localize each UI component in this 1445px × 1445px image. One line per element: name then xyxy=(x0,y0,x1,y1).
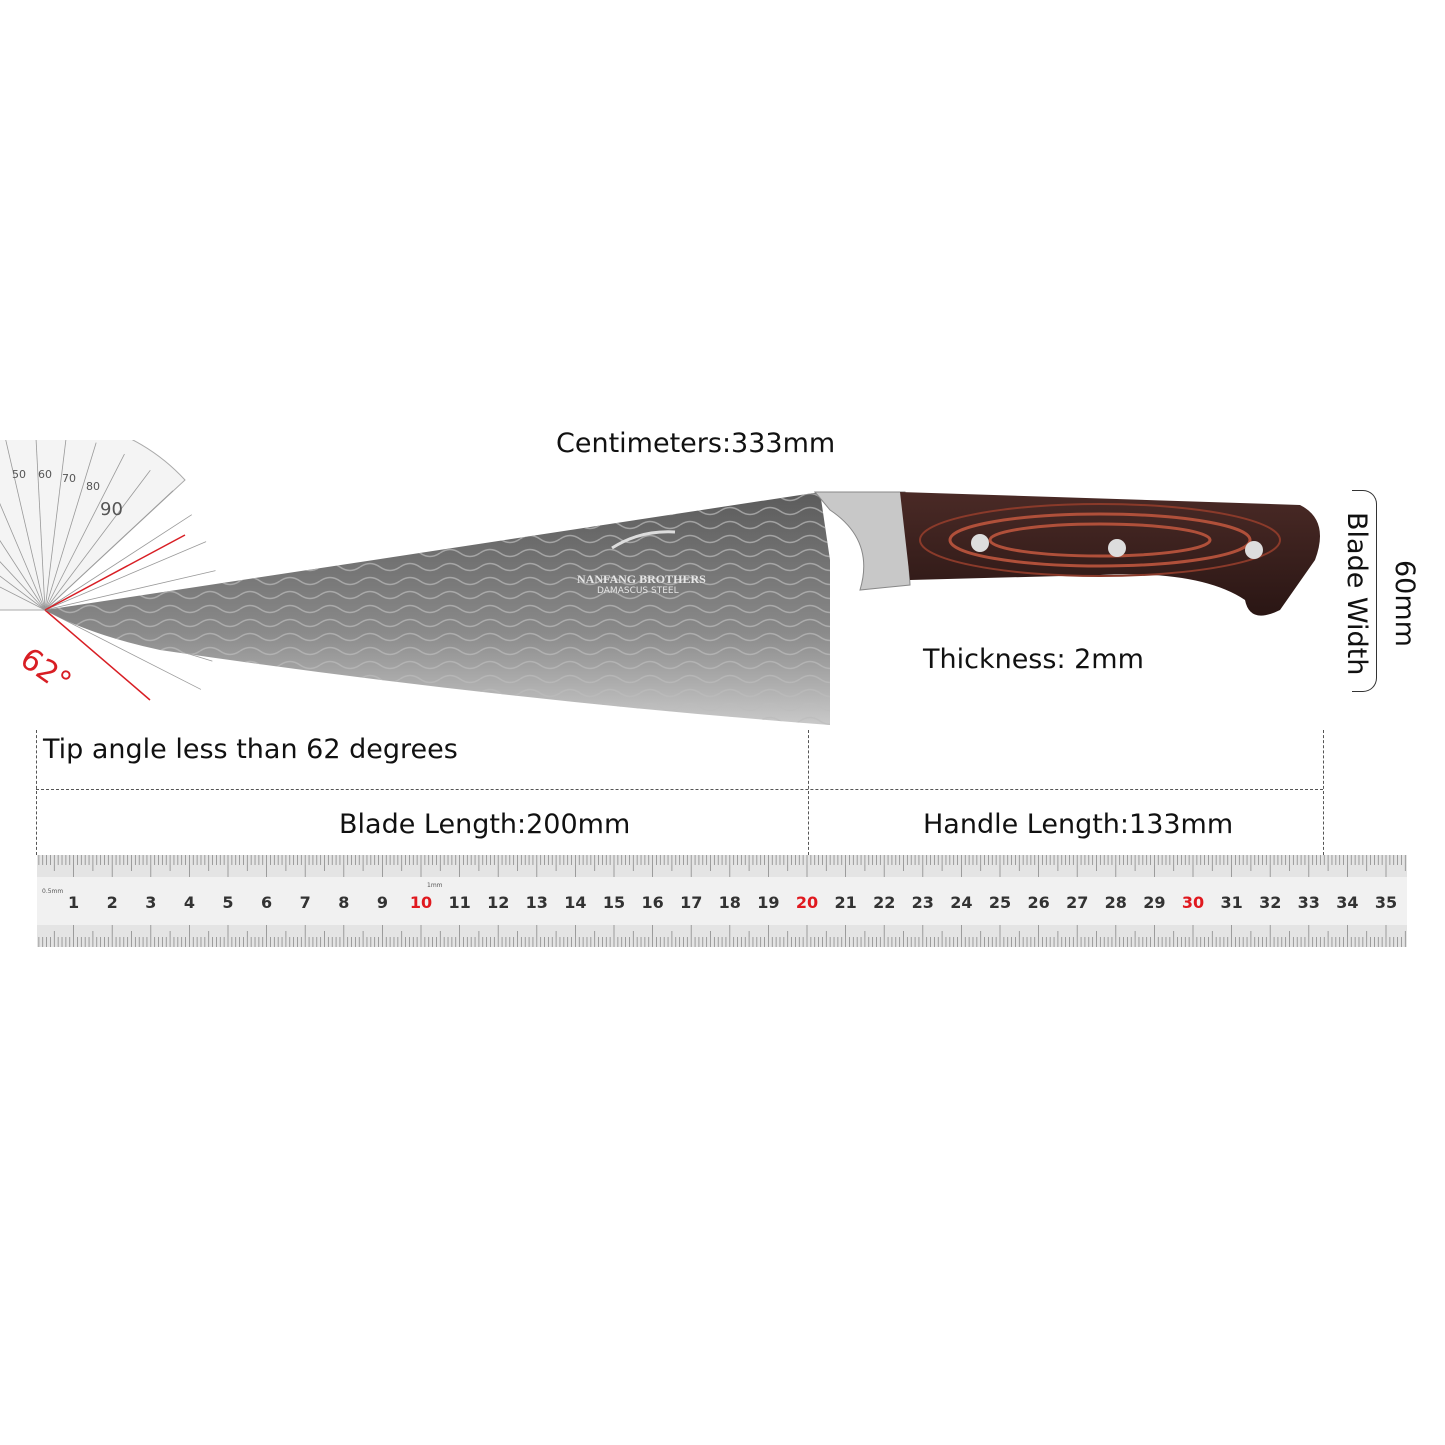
protractor-line xyxy=(0,539,46,611)
protractor-line xyxy=(44,514,192,611)
protractor-scale-80: 80 xyxy=(86,480,100,493)
ruler-number: 10 xyxy=(410,893,432,912)
brand-logo: NANFANG BROTHERS DAMASCUS STEEL xyxy=(577,530,706,596)
protractor-line xyxy=(44,490,174,611)
protractor-scale-50: 50 xyxy=(12,468,26,481)
dimension-line xyxy=(36,730,37,855)
ruler-number: 3 xyxy=(145,893,156,912)
protractor-line xyxy=(44,469,151,611)
ruler-number: 13 xyxy=(526,893,548,912)
protractor-line xyxy=(44,442,97,611)
blade-length-label: Blade Length:200mm xyxy=(339,809,631,840)
protractor-line xyxy=(44,570,216,611)
ruler-number: 6 xyxy=(261,893,272,912)
knife-image: 90 50 60 70 80 62° NANFANG BROTHERS DAMA… xyxy=(0,440,1320,725)
dimension-line xyxy=(1323,730,1324,855)
ruler-number: 12 xyxy=(487,893,509,912)
ruler-number: 32 xyxy=(1259,893,1281,912)
angle-label: 62° xyxy=(14,641,78,700)
protractor-line xyxy=(0,561,46,611)
protractor-scale-70: 70 xyxy=(62,472,76,485)
thickness-label: Thickness: 2mm xyxy=(923,644,1144,675)
ruler-number: 20 xyxy=(796,893,818,912)
ruler-number: 2 xyxy=(107,893,118,912)
ruler-number: 16 xyxy=(641,893,663,912)
ruler-number: 17 xyxy=(680,893,702,912)
handle-length-label: Handle Length:133mm xyxy=(923,809,1234,840)
ruler-number: 15 xyxy=(603,893,625,912)
protractor-line xyxy=(0,502,46,611)
ruler-number: 7 xyxy=(300,893,311,912)
ruler-number: 31 xyxy=(1220,893,1242,912)
protractor-line xyxy=(35,440,46,611)
protractor-scale-90: 90 xyxy=(100,499,123,520)
ruler-number: 11 xyxy=(448,893,470,912)
ruler-number: 26 xyxy=(1027,893,1049,912)
protractor-line xyxy=(0,575,46,611)
ruler-number: 19 xyxy=(757,893,779,912)
ruler-number: 34 xyxy=(1336,893,1358,912)
protractor-line xyxy=(0,586,46,611)
blade-width-value: 60mm xyxy=(1389,560,1420,647)
svg-text:NANFANG BROTHERS: NANFANG BROTHERS xyxy=(577,572,706,586)
blade-width-bracket xyxy=(1352,490,1377,692)
protractor-scale-60: 60 xyxy=(38,468,52,481)
blade xyxy=(45,492,830,725)
ruler-number: 4 xyxy=(184,893,195,912)
ruler-number: 8 xyxy=(338,893,349,912)
ruler-number: 21 xyxy=(834,893,856,912)
ruler-number: 9 xyxy=(377,893,388,912)
ruler-number: 25 xyxy=(989,893,1011,912)
bolster xyxy=(813,491,911,591)
ruler-number: 22 xyxy=(873,893,895,912)
ruler-number: 24 xyxy=(950,893,972,912)
tip-angle-label: Tip angle less than 62 degrees xyxy=(43,734,458,765)
ruler-number: 1 xyxy=(68,893,79,912)
ruler-number: 35 xyxy=(1375,893,1397,912)
ruler-number: 30 xyxy=(1182,893,1204,912)
svg-text:1mm: 1mm xyxy=(427,882,443,889)
ruler-number: 33 xyxy=(1298,893,1320,912)
dimension-line xyxy=(808,730,809,855)
protractor-line xyxy=(5,440,46,611)
ruler-number: 27 xyxy=(1066,893,1088,912)
rivet xyxy=(971,534,989,552)
protractor-line xyxy=(44,453,125,611)
ruler-number: 14 xyxy=(564,893,586,912)
ruler-number: 18 xyxy=(719,893,741,912)
protractor: 90 50 60 70 80 62° xyxy=(0,440,220,701)
handle xyxy=(900,492,1320,616)
ruler-number: 29 xyxy=(1143,893,1165,912)
ruler-number: 28 xyxy=(1105,893,1127,912)
ruler-number: 5 xyxy=(222,893,233,912)
rivet xyxy=(1245,541,1263,559)
total-length-label: Centimeters:333mm xyxy=(556,428,836,459)
protractor-line xyxy=(44,541,207,611)
svg-text:0.5mm: 0.5mm xyxy=(42,888,63,895)
protractor-line xyxy=(44,609,202,690)
rivet xyxy=(1108,539,1126,557)
blade-width-label: Blade Width xyxy=(1341,512,1372,676)
svg-text:DAMASCUS STEEL: DAMASCUS STEEL xyxy=(597,586,679,596)
protractor-line xyxy=(44,440,67,611)
dimension-line xyxy=(36,789,1323,790)
ruler-number: 23 xyxy=(912,893,934,912)
